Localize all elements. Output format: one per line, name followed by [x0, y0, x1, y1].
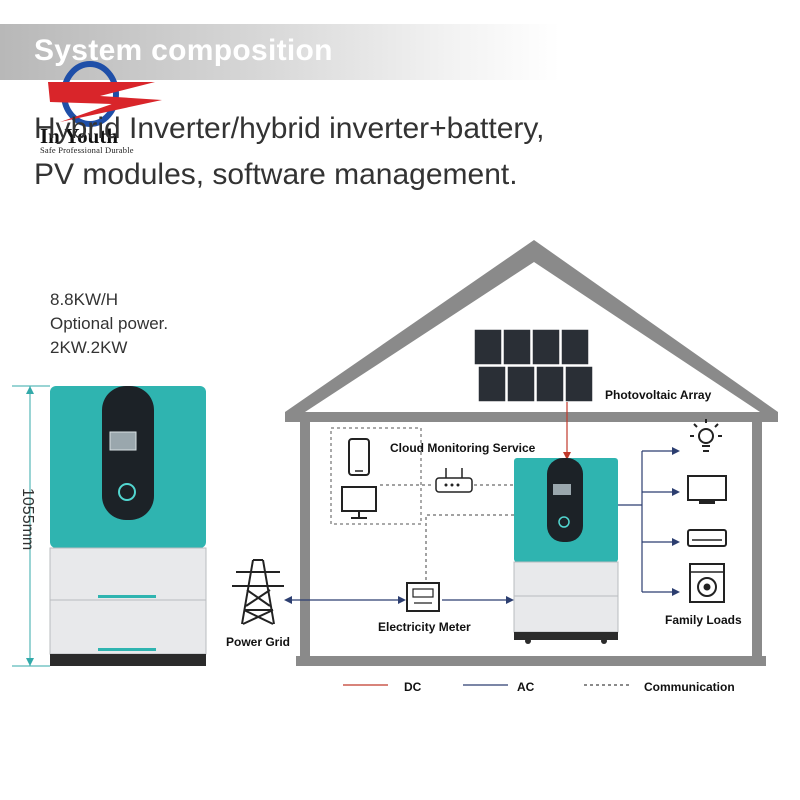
subtitle-line-2: PV modules, software management. [34, 158, 518, 191]
family-loads-label: Family Loads [665, 613, 742, 627]
legend-ac-label: AC [517, 680, 535, 694]
light-bulb-icon [690, 419, 722, 452]
spec-optional-power: Optional power. [50, 314, 169, 333]
large-inverter-unit [49, 386, 207, 666]
spec-capacity: 8.8KW/H [50, 290, 119, 309]
router-icon [435, 468, 473, 493]
logo-brand-text: In Youth [40, 124, 119, 148]
washing-machine-icon [689, 563, 725, 603]
spec-list: 8.8KW/H Optional power. 2KW.2KW [50, 288, 168, 360]
cloud-devices-box [330, 427, 422, 525]
power-tower-icon [232, 559, 284, 625]
cloud-monitoring-label: Cloud Monitoring Service [390, 441, 536, 455]
house-inverter-unit [513, 458, 619, 644]
brand-logo-icon [48, 61, 162, 127]
page-title: System composition [34, 34, 333, 67]
dimension-line [12, 385, 50, 667]
electricity-meter-label: Electricity Meter [378, 620, 471, 634]
ac-lines-loads [618, 450, 676, 593]
power-grid-label: Power Grid [226, 635, 291, 649]
subtitle-line-1: Hybrid Inverter/hybrid inverter+battery, [34, 112, 545, 145]
logo-tagline: Safe Professional Durable [40, 145, 134, 155]
legend-communication-label: Communication [644, 680, 735, 694]
spec-power-values: 2KW.2KW [50, 338, 128, 357]
legend-dc-label: DC [404, 680, 422, 694]
house-outline [285, 240, 778, 666]
header-banner [0, 24, 560, 80]
phone-icon [348, 438, 370, 476]
subtitle: Hybrid Inverter/hybrid inverter+battery,… [34, 106, 544, 198]
tv-icon [687, 475, 727, 504]
monitor-icon [341, 486, 377, 519]
photovoltaic-label: Photovoltaic Array [605, 388, 712, 402]
solar-panel-icon [473, 328, 594, 403]
electricity-meter-icon [406, 582, 440, 612]
height-dimension-label: 1055mm [19, 488, 36, 551]
air-conditioner-icon [687, 529, 727, 547]
